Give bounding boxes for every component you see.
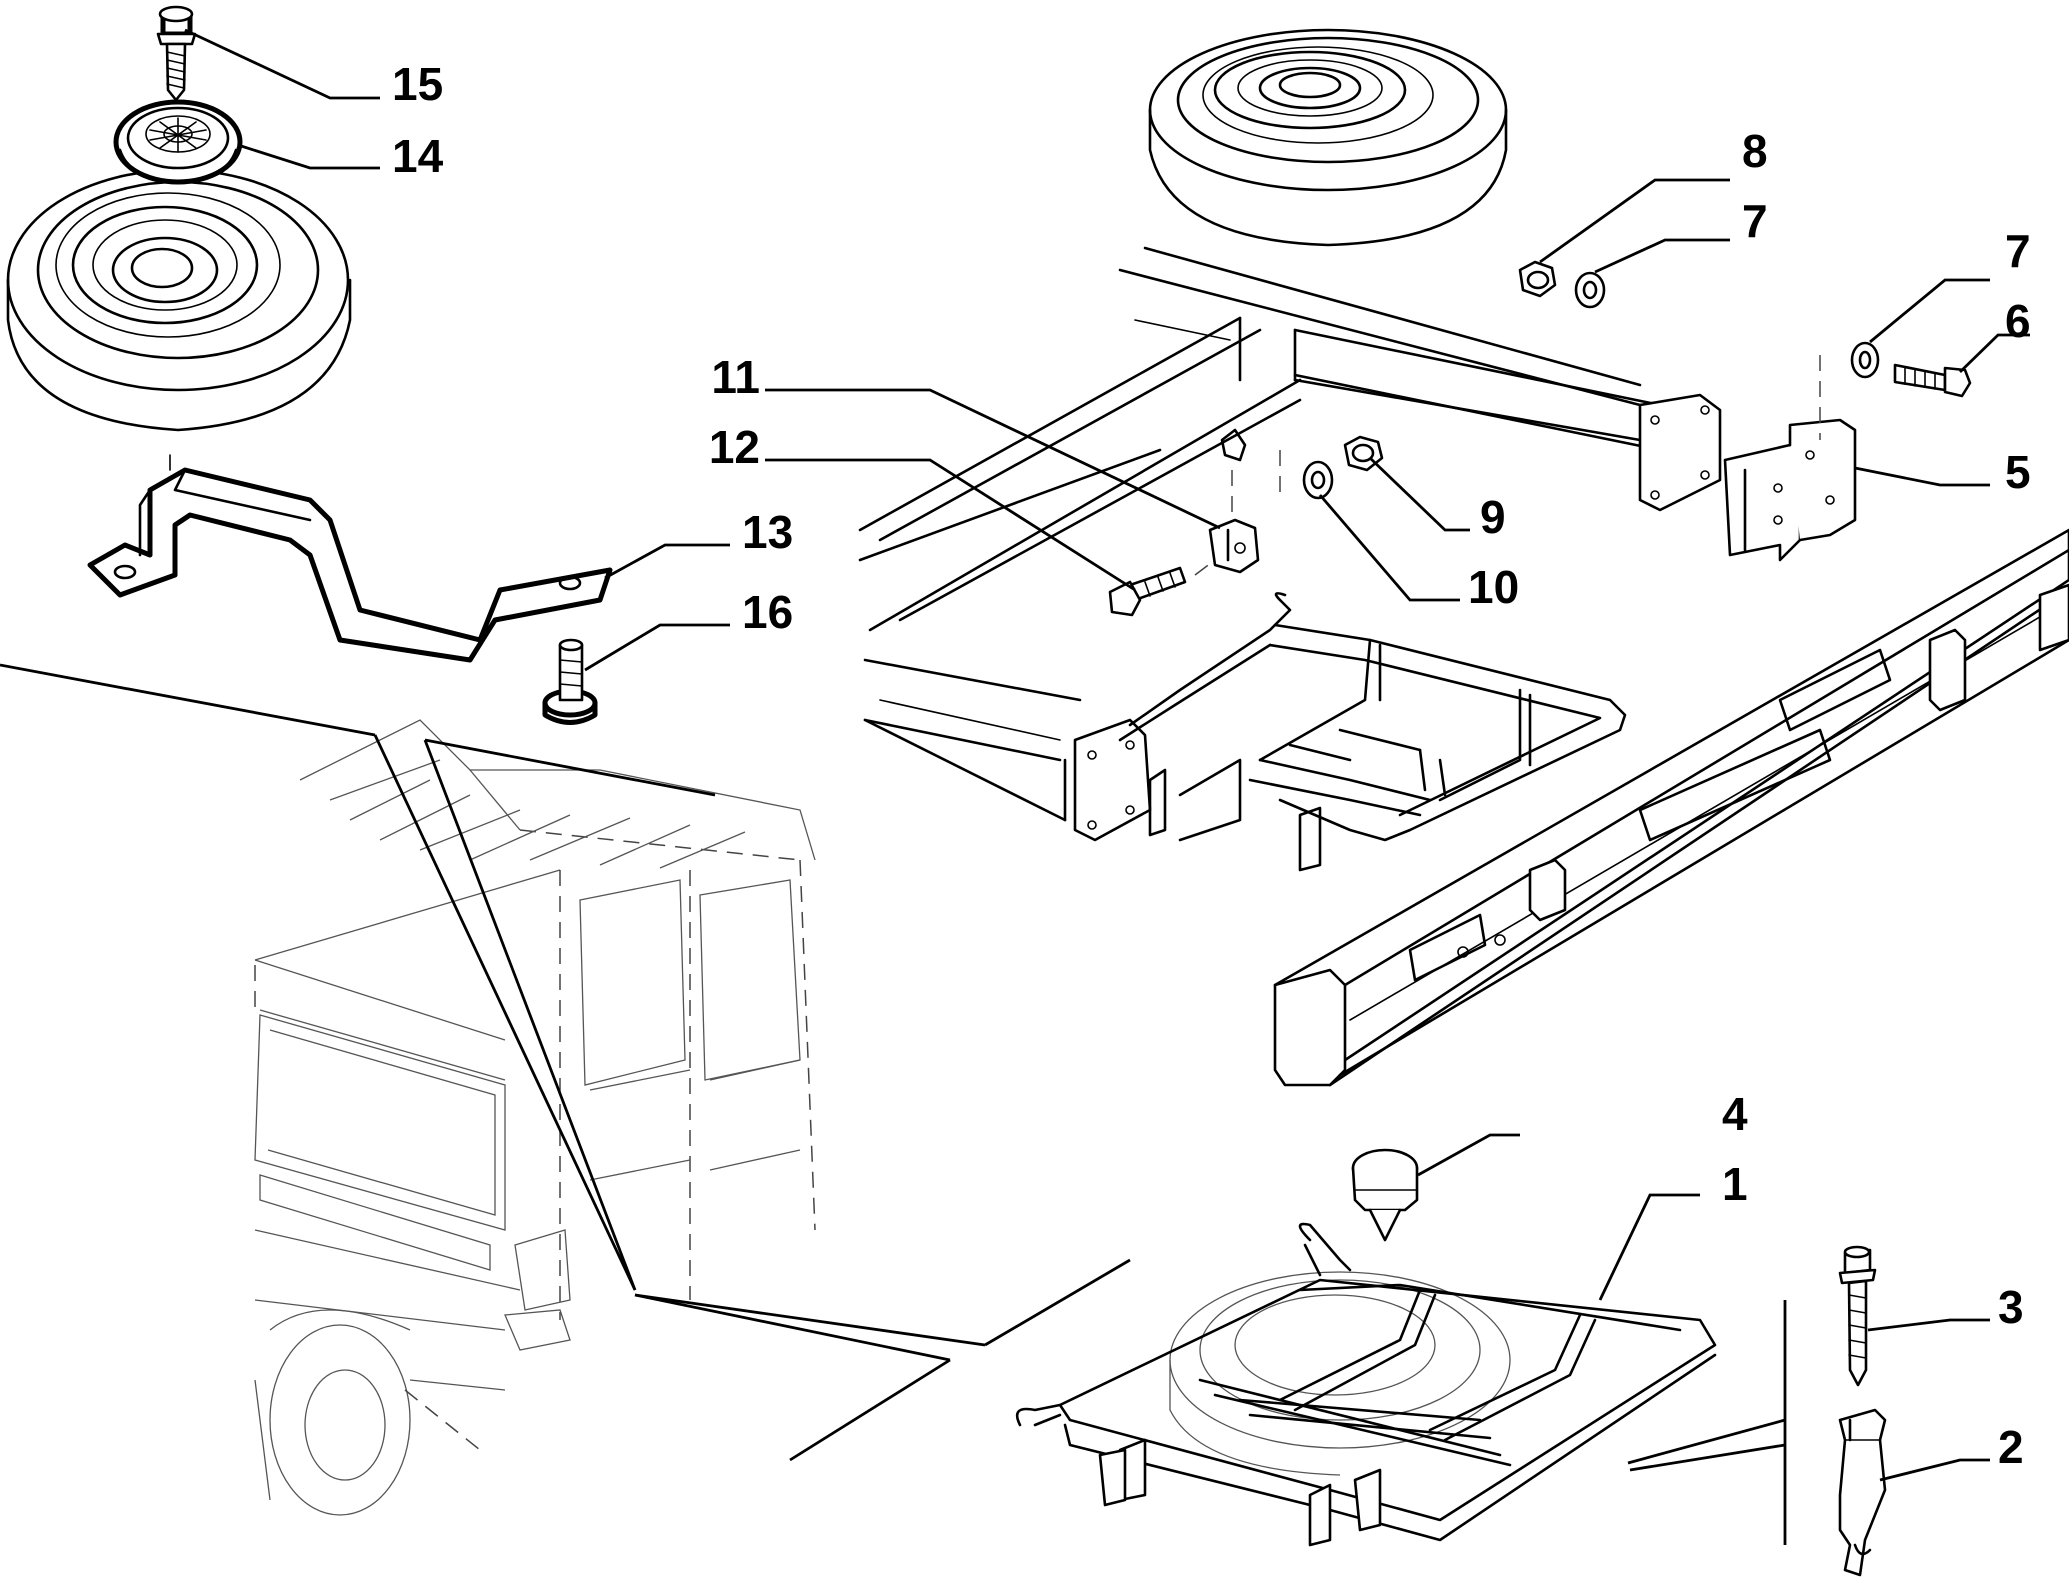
spare-wheel-cradle-1: [1015, 1222, 1717, 1547]
callout-14: 14: [392, 130, 444, 182]
callout-10: 10: [1468, 561, 1519, 613]
bolt-12: [1108, 559, 1216, 617]
spare-wheel-topleft: [6, 168, 352, 432]
callout-numbers: 15 14 13 16 11 12 10 9 8 7 7 6 5 4 1 3 2: [392, 58, 2031, 1473]
washer-7-right: [1850, 341, 1880, 379]
callout-7-upper: 7: [1742, 195, 1768, 247]
callout-16: 16: [742, 586, 793, 638]
leader-lines: [184, 28, 2030, 1545]
screw-3: [1838, 1245, 1877, 1387]
callout-6: 6: [2005, 295, 2031, 347]
washer-7-upper: [1574, 271, 1606, 309]
nut-8: [1518, 260, 1557, 298]
bracket-13: [87, 454, 613, 663]
callout-13: 13: [742, 506, 793, 558]
callout-2: 2: [1998, 1421, 2024, 1473]
chassis-frame: [858, 246, 2069, 1087]
callout-5: 5: [2005, 446, 2031, 498]
spare-wheel-cradle-top: [1118, 592, 1627, 872]
clip-11: [1208, 428, 1281, 574]
callout-9: 9: [1480, 491, 1506, 543]
van-outline: [0, 663, 1131, 1516]
screw-15: [156, 5, 197, 102]
callout-15: 15: [392, 58, 443, 110]
callout-12: 12: [709, 421, 760, 473]
spare-wheel-topright: [1148, 28, 1508, 247]
callout-7-right: 7: [2005, 225, 2031, 277]
callout-1: 1: [1722, 1158, 1748, 1210]
hook-2: [1838, 1408, 1887, 1577]
callout-11: 11: [711, 351, 760, 403]
callout-8: 8: [1742, 125, 1768, 177]
bracket-5: [1723, 355, 1857, 562]
bump-stop-4: [1351, 1148, 1419, 1242]
callout-3: 3: [1998, 1281, 2024, 1333]
bolt-6: [1893, 363, 1972, 398]
bolt-16: [542, 638, 598, 725]
washer-10: [1302, 460, 1334, 500]
cap-washer-14: [113, 99, 243, 185]
callout-4: 4: [1722, 1088, 1748, 1140]
